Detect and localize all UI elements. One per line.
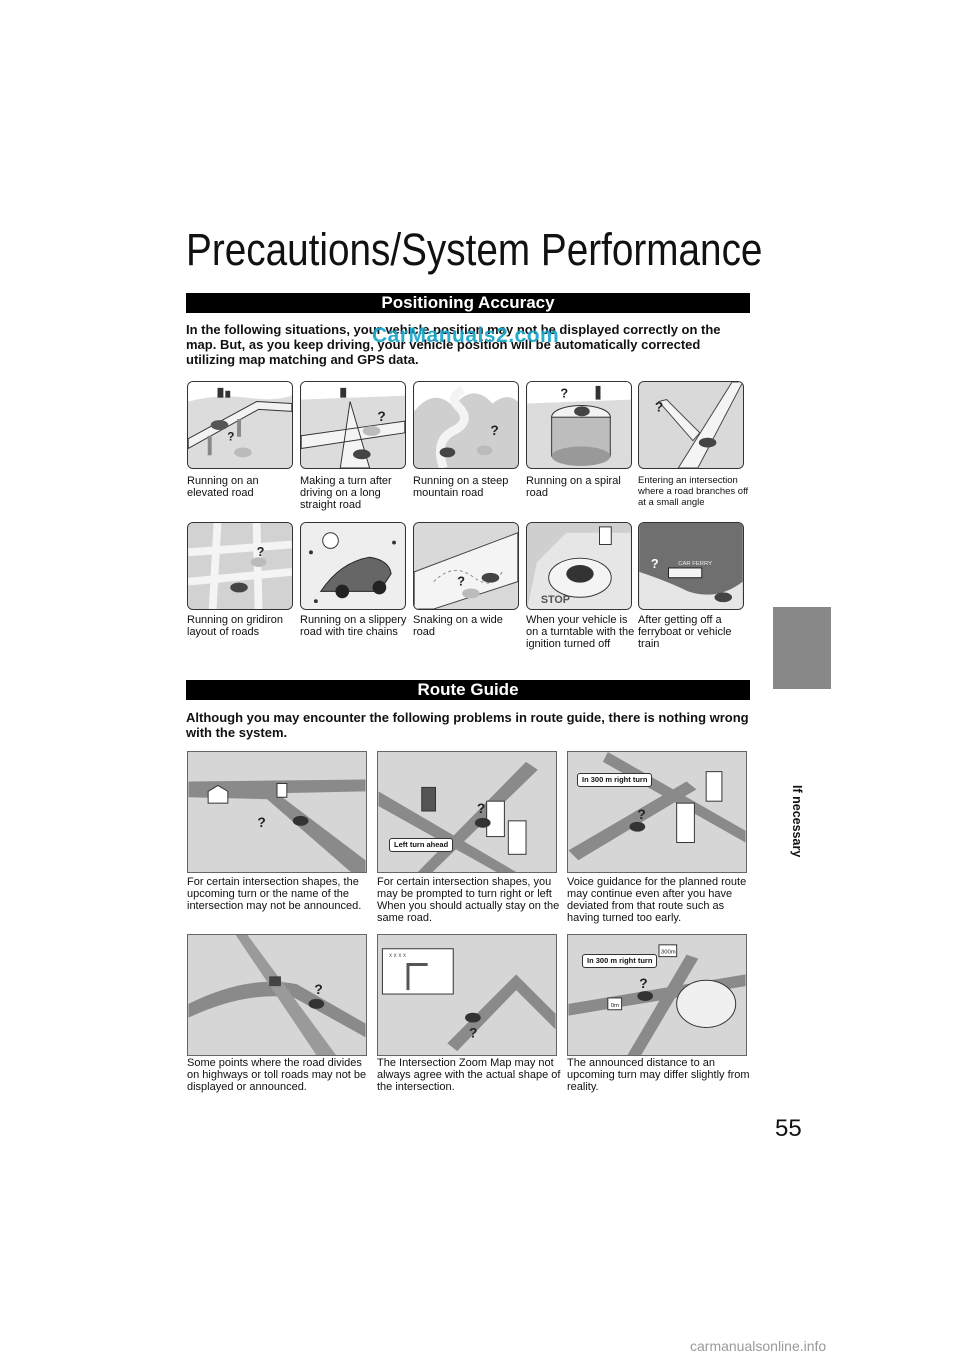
svg-text:?: ? [257, 545, 265, 559]
svg-text:?: ? [457, 575, 465, 589]
positioning-accuracy-heading: Positioning Accuracy [186, 293, 750, 313]
ferry-illustration: CAR FERRY? [638, 522, 744, 610]
svg-text:?: ? [490, 423, 498, 438]
spiral-road-illustration: ? [526, 381, 632, 469]
caption-deviated-route: Voice guidance for the planned route may… [567, 876, 747, 924]
caption-distance-differ: The announced distance to an upcoming tu… [567, 1057, 750, 1093]
mountain-road-illustration: ? [413, 381, 519, 469]
caption-tire-chains: Running on a slippery road with tire cha… [300, 614, 407, 638]
caption-highway-divide: Some points where the road divides on hi… [187, 1057, 367, 1093]
route-guide-heading: Route Guide [186, 680, 750, 700]
long-straight-road-illustration: ? [300, 381, 406, 469]
stop-sign-text: STOP [541, 594, 570, 606]
turntable-illustration: STOP [526, 522, 632, 610]
zoom-map-illustration: ? [377, 934, 557, 1056]
caption-wrong-turn-prompt: For certain intersection shapes, you may… [377, 876, 560, 924]
svg-text:?: ? [477, 801, 485, 816]
side-label-if-necessary: If necessary [790, 785, 804, 905]
svg-text:?: ? [655, 399, 663, 414]
sign-300m: 300m [661, 950, 676, 956]
deviated-route-illustration: ? [567, 751, 747, 873]
distance-differ-illustration: ? 300m 0m [567, 934, 747, 1056]
svg-text:?: ? [560, 387, 568, 401]
elevated-road-illustration: ? [187, 381, 293, 469]
small-angle-branch-illustration: ? [638, 381, 744, 469]
positioning-intro: In the following situations, your vehicl… [186, 322, 721, 367]
caption-spiral-road: Running on a spiral road [526, 475, 621, 499]
watermark: CarManuals2.com [372, 324, 560, 347]
svg-text:?: ? [651, 557, 659, 571]
svg-text:?: ? [377, 409, 385, 424]
wide-road-snaking-illustration: ? [413, 522, 519, 610]
caption-ferry: After getting off a ferryboat or vehicle… [638, 614, 732, 650]
caption-mountain-road: Running on a steep mountain road [413, 475, 509, 499]
caption-turntable: When your vehicle is on a turntable with… [526, 614, 635, 650]
caption-wide-road-snaking: Snaking on a wide road [413, 614, 503, 638]
svg-text:?: ? [469, 1025, 477, 1040]
svg-text:?: ? [637, 807, 645, 822]
page-title: Precautions/System Performance [186, 224, 763, 275]
side-label-text: If necessary [790, 785, 804, 858]
tire-chains-illustration [300, 522, 406, 610]
caption-elevated-road: Running on an elevated road [187, 475, 259, 499]
section-tab [773, 607, 831, 689]
left-turn-ahead-bubble: Left turn ahead [389, 838, 454, 852]
svg-text:?: ? [227, 431, 234, 444]
sign-0m: 0m [611, 1003, 619, 1009]
gridiron-roads-illustration: ? [187, 522, 293, 610]
in-300m-right-turn-bubble: In 300 m right turn [577, 773, 653, 787]
in-300m-right-turn-bubble-2: In 300 m right turn [582, 954, 658, 968]
svg-text:?: ? [257, 815, 265, 830]
zoom-map-label: x x x x [389, 953, 407, 959]
caption-small-angle-branch: Entering an intersection where a road br… [638, 475, 749, 508]
footer-url[interactable]: carmanualsonline.info [690, 1338, 827, 1354]
highway-divide-illustration: ? [187, 934, 367, 1056]
page-number: 55 [775, 1115, 802, 1142]
caption-gridiron-roads: Running on gridiron layout of roads [187, 614, 284, 638]
svg-text:?: ? [639, 976, 647, 991]
route-guide-intro: Although you may encounter the following… [186, 710, 749, 740]
caption-intersection-not-announced: For certain intersection shapes, the upc… [187, 876, 362, 912]
svg-text:?: ? [314, 982, 322, 997]
car-ferry-label: CAR FERRY [678, 561, 712, 567]
intersection-not-announced-illustration: ? [187, 751, 367, 873]
caption-long-straight-road: Making a turn after driving on a long st… [300, 475, 392, 511]
caption-zoom-map: The Intersection Zoom Map may not always… [377, 1057, 561, 1093]
wrong-turn-prompt-illustration: ? [377, 751, 557, 873]
